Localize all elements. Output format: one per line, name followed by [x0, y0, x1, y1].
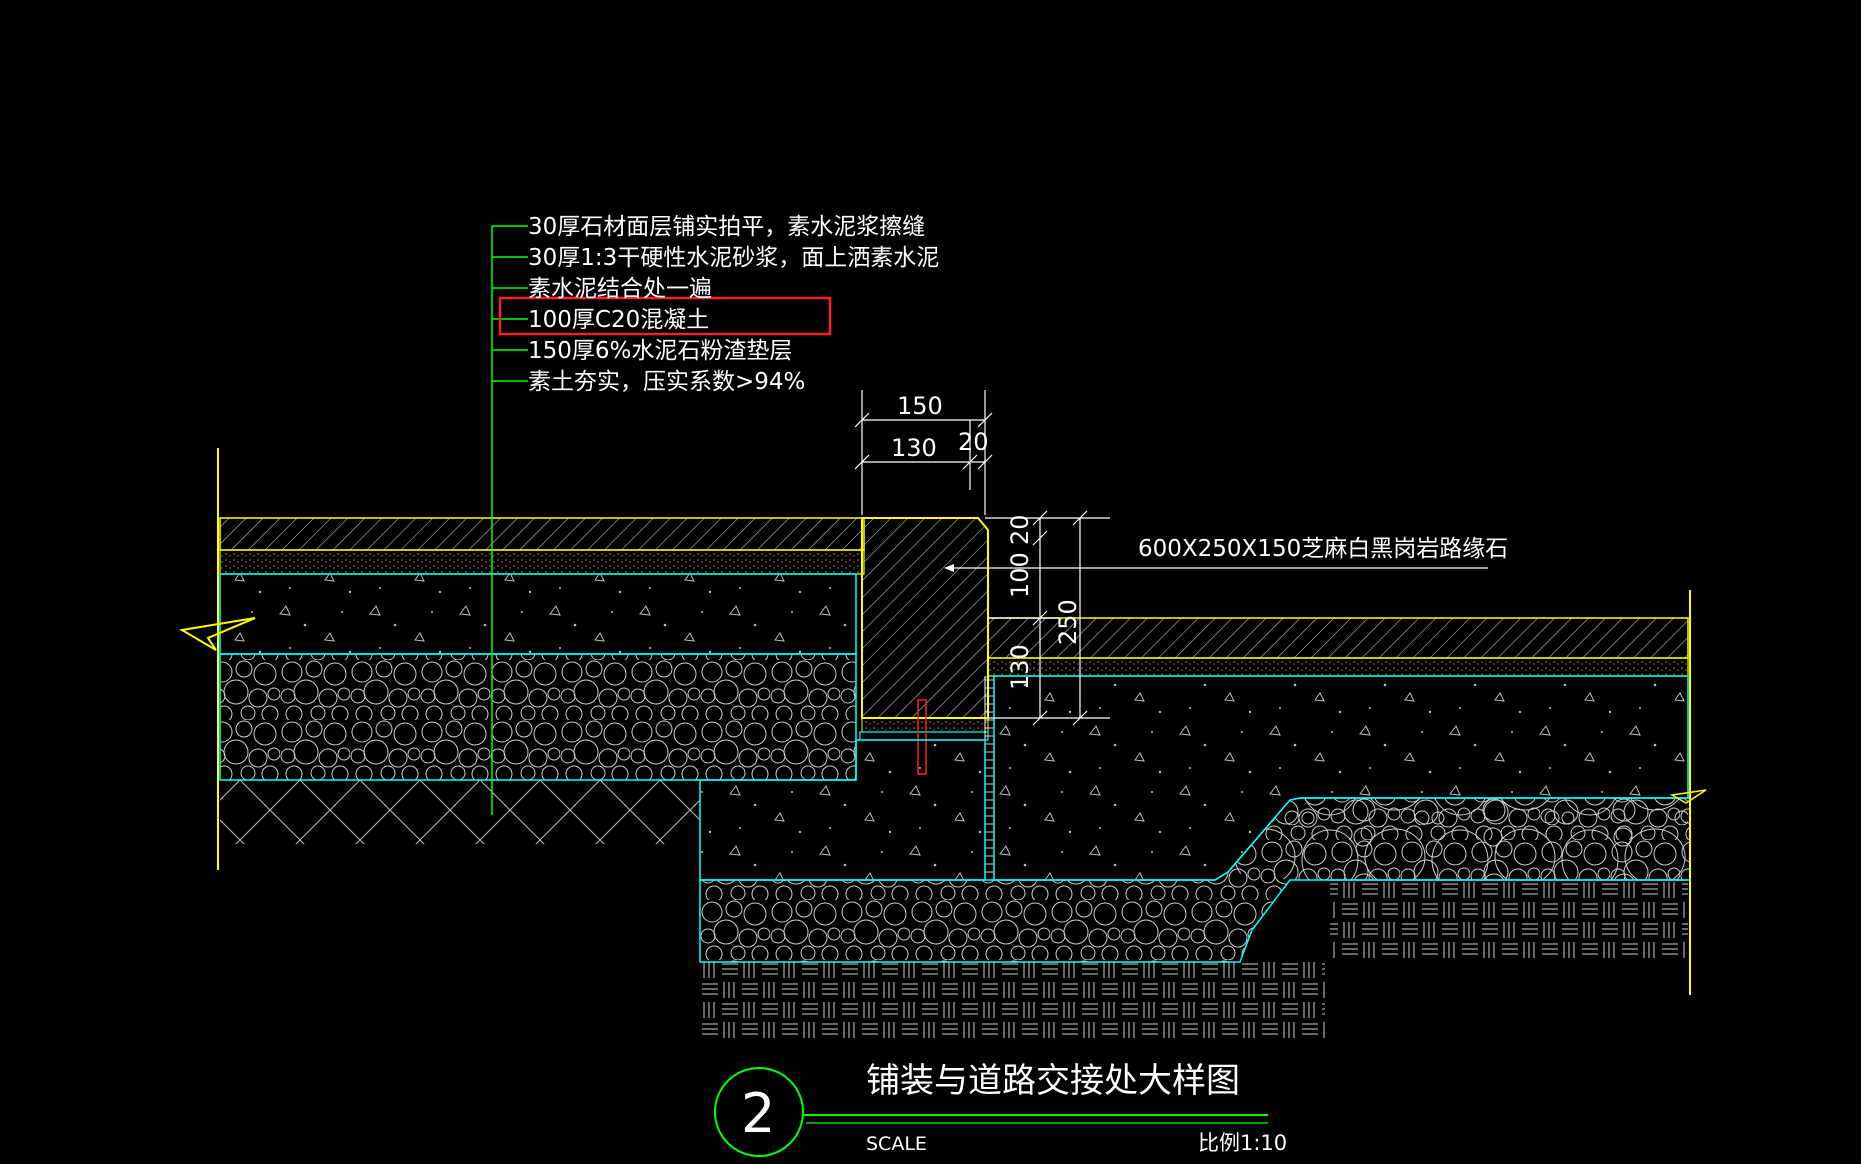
detail-title: 铺装与道路交接处大样图: [866, 1061, 1240, 1101]
scale-value: 比例1:10: [1198, 1131, 1287, 1155]
scale-label: SCALE: [866, 1133, 927, 1155]
dim-top-left: 130: [891, 434, 937, 462]
layer-note-4: 100厚C20混凝土: [528, 307, 709, 333]
layer-note-2: 30厚1:3干硬性水泥砂浆，面上洒素水泥: [528, 245, 939, 271]
layer-note-1: 30厚石材面层铺实拍平，素水泥浆擦缝: [528, 214, 925, 240]
title-block: 2 铺装与道路交接处大样图 SCALE 比例1:10: [714, 1061, 1287, 1157]
highlight-box: [498, 296, 832, 336]
road-section: [987, 590, 1707, 995]
layer-note-3: 素水泥结合处一遍: [528, 276, 712, 302]
dim-vert-c: 130: [1006, 644, 1034, 690]
detail-number-circle: [714, 1067, 804, 1157]
curb-label: 600X250X150芝麻白黑岗岩路缘石: [1138, 536, 1508, 562]
layer-notes: 30厚石材面层铺实拍平，素水泥浆擦缝 30厚1:3干硬性水泥砂浆，面上洒素水泥 …: [528, 214, 939, 395]
layer-note-5: 150厚6%水泥石粉渣垫层: [528, 338, 792, 364]
curb-label-leader: [944, 564, 1488, 572]
dim-vert-a: 20: [1006, 514, 1034, 545]
top-dimensions: [854, 390, 993, 515]
dim-top-total: 150: [897, 392, 943, 420]
dim-vert-total: 250: [1054, 599, 1082, 645]
detail-number: 2: [741, 1082, 775, 1145]
dim-top-right: 20: [958, 428, 989, 456]
layer-note-6: 素土夯实，压实系数>94%: [528, 369, 805, 395]
layer-notes-leader: [491, 225, 528, 815]
vertical-dimensions: [985, 510, 1110, 726]
left-pavement: [179, 448, 865, 870]
dim-vert-b: 100: [1006, 552, 1034, 598]
